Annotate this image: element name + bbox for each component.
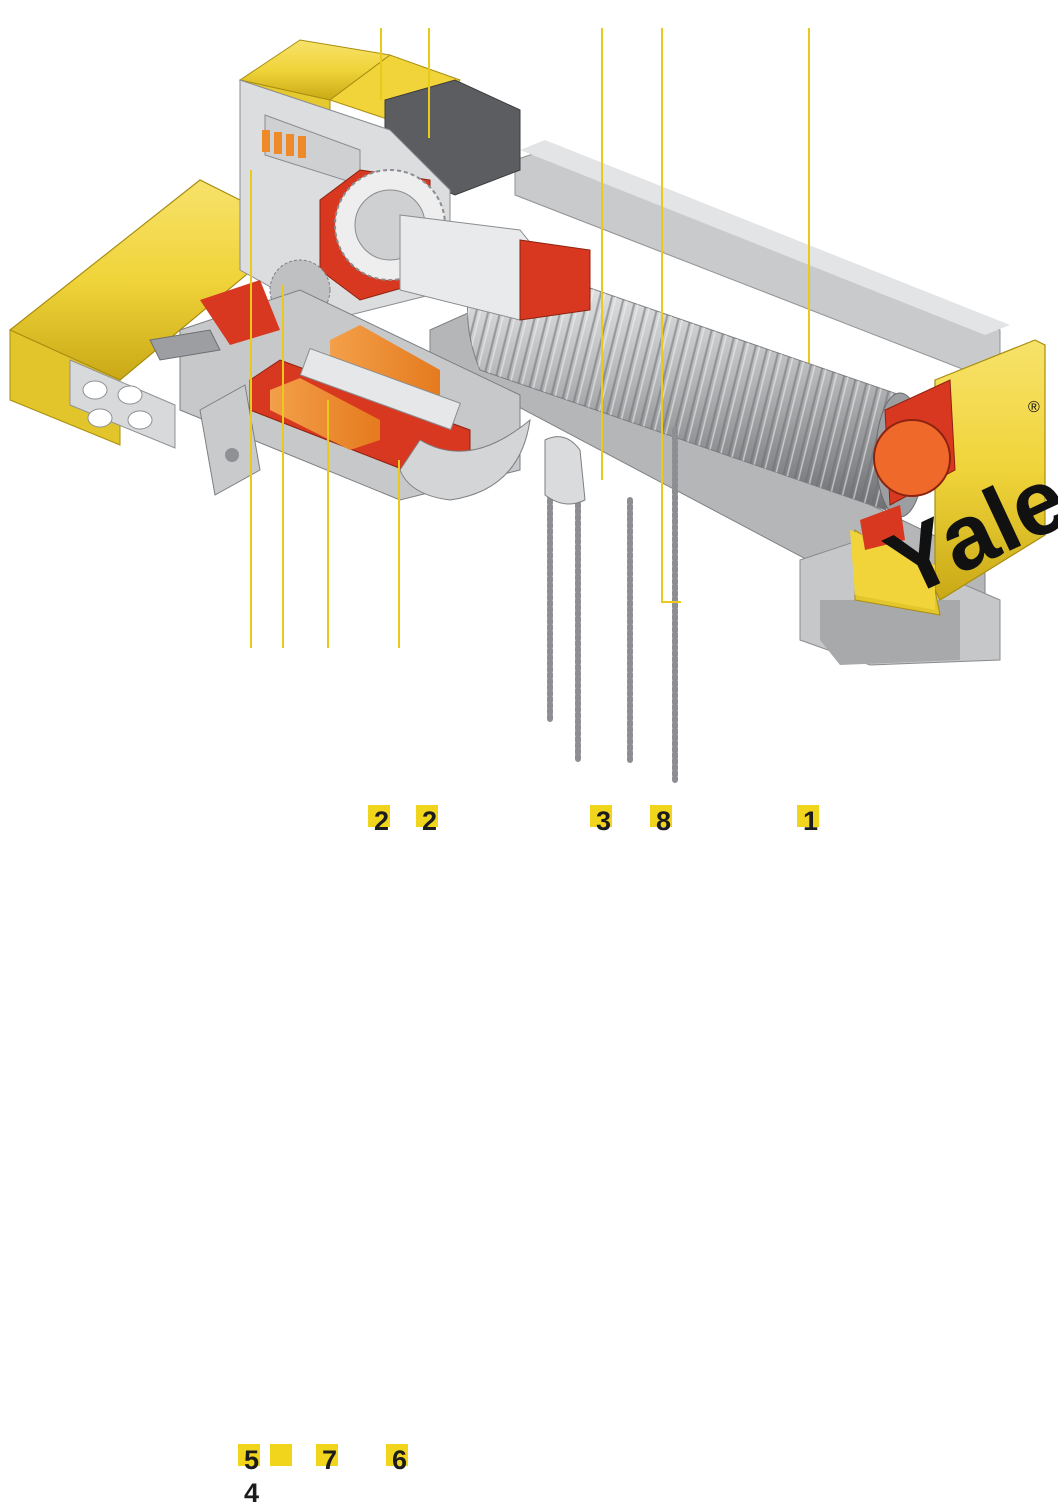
contactor-pins xyxy=(262,130,306,158)
leader-line-8 xyxy=(661,28,663,603)
callout-number: 2 xyxy=(422,806,438,836)
callout-number: 8 xyxy=(656,806,672,836)
callout-number: 6 xyxy=(392,1445,408,1475)
leader-line-6 xyxy=(398,460,400,648)
leader-line-1 xyxy=(808,28,810,363)
motor xyxy=(149,280,531,501)
hoist-illustration: Yale ® xyxy=(8,39,1058,783)
leader-line-8-foot xyxy=(661,601,681,603)
end-housing xyxy=(850,339,1046,616)
leader-line-2b xyxy=(428,28,430,138)
wire-ropes xyxy=(544,427,678,783)
svg-text:®: ® xyxy=(1028,399,1040,416)
mount-bracket xyxy=(199,384,261,496)
leader-line-4 xyxy=(282,285,284,648)
callout-number: 2 xyxy=(374,806,390,836)
callout-number: 5 xyxy=(244,1445,260,1475)
leader-line-5 xyxy=(250,170,252,648)
callout-number: 4 xyxy=(244,1478,260,1508)
leader-line-2a xyxy=(380,28,382,100)
callout-number: 7 xyxy=(322,1445,338,1475)
gearbox xyxy=(239,79,591,321)
hoist-cutaway-diagram: Yale ® 2 2 3 8 1 5 4 7 6 xyxy=(8,28,1058,1507)
callout-tag xyxy=(270,1444,292,1466)
leader-line-3 xyxy=(601,28,603,480)
callout-number: 1 xyxy=(803,806,819,836)
callout-number: 3 xyxy=(596,806,612,836)
leader-line-7 xyxy=(327,400,329,648)
